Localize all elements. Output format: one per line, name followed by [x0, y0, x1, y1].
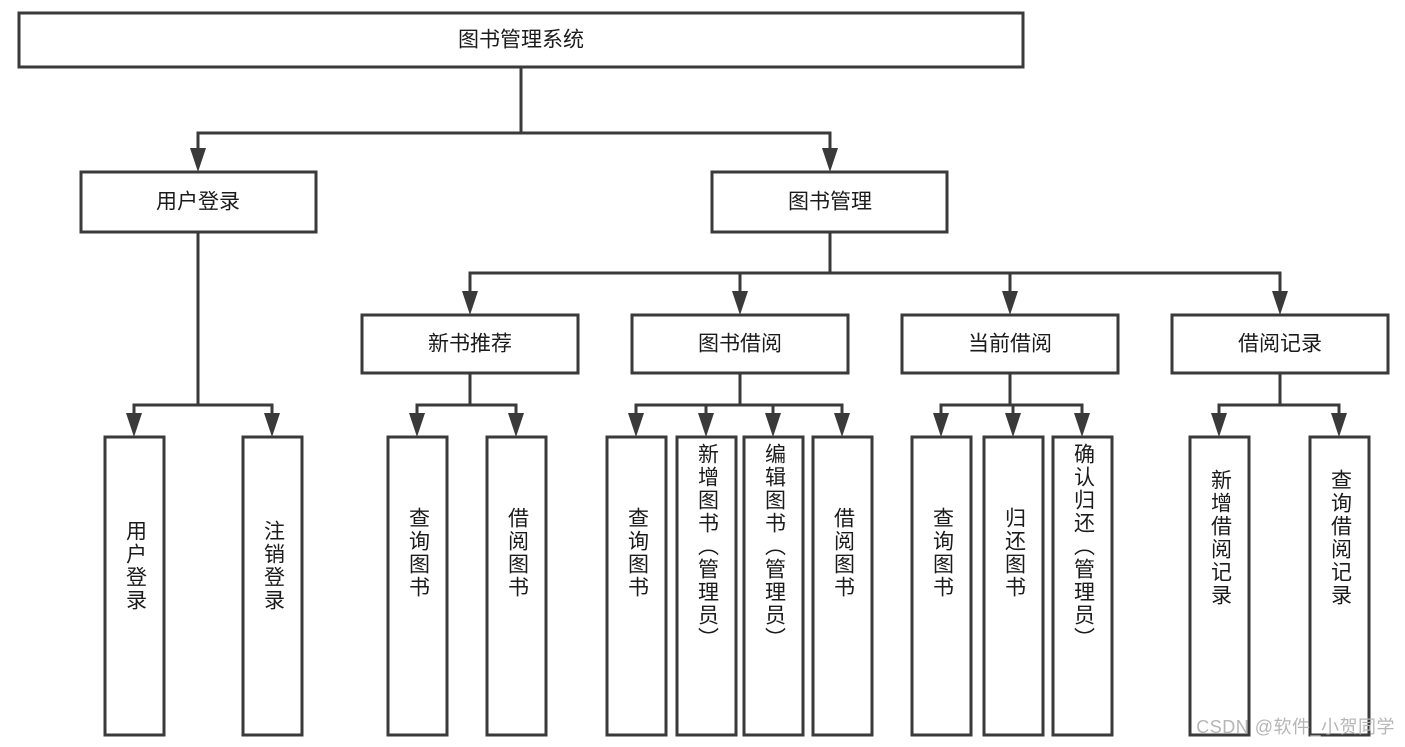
edge-root-to-level2: [190, 65, 838, 172]
arrowhead-user-login: [190, 148, 206, 172]
arrowhead-leaf-rec-borrow-book: [508, 413, 524, 437]
node-new-book-rec-label: 新书推荐: [428, 333, 512, 356]
node-leaf-br-query-record-rect[interactable]: [1308, 435, 1371, 737]
arrowhead-leaf-user-logout: [264, 413, 280, 437]
arrowhead-leaf-rec-query-book: [409, 413, 425, 437]
edge-book-manage-to-level3: [462, 230, 1288, 315]
node-root-rect: [17, 11, 1025, 69]
edge-user-login-to-leaves: [126, 230, 280, 437]
edge-borrow-record-to-leaves: [1211, 371, 1347, 437]
node-leaf-bb-query-book-rect[interactable]: [605, 435, 668, 737]
arrowhead-leaf-cb-confirm-return: [1074, 413, 1090, 437]
node-book-manage-rect: [710, 170, 949, 234]
node-leaf-cb-return-book-rect[interactable]: [982, 435, 1045, 737]
node-leaf-user-login-rect[interactable]: [103, 435, 166, 737]
node-user-login[interactable]: 用户登录: [79, 170, 318, 234]
arrowhead-leaf-bb-query-book: [628, 413, 644, 437]
arrowhead-borrow-record: [1272, 291, 1288, 315]
node-leaf-br-add-record-rect[interactable]: [1188, 435, 1251, 737]
edge-current-borrow-to-leaves: [933, 371, 1090, 437]
arrowhead-book-borrow: [732, 291, 748, 315]
arrowhead-leaf-user-login: [126, 413, 142, 437]
node-borrow-record-rect: [1170, 313, 1390, 375]
node-current-borrow-rect: [900, 313, 1120, 375]
node-borrow-record[interactable]: 借阅记录: [1170, 313, 1390, 375]
node-current-borrow-label: 当前借阅: [968, 333, 1052, 356]
node-book-borrow-rect: [630, 313, 850, 375]
csdn-watermark: CSDN @软件_小贺同学: [1196, 717, 1395, 737]
arrowhead-current-borrow: [1002, 291, 1018, 315]
node-leaf-rec-borrow-book-rect[interactable]: [485, 435, 548, 737]
node-leaf-rec-query-book-rect[interactable]: [386, 435, 449, 737]
arrowhead-leaf-br-query-record: [1331, 413, 1347, 437]
edge-book-borrow-to-leaves: [628, 371, 850, 437]
node-book-borrow-label: 图书借阅: [698, 333, 782, 356]
node-borrow-record-label: 借阅记录: [1238, 333, 1322, 356]
node-book-manage-label: 图书管理: [788, 191, 872, 214]
arrowhead-leaf-cb-return-book: [1005, 413, 1021, 437]
arrowhead-leaf-cb-query-book: [933, 413, 949, 437]
node-new-book-rec-rect: [360, 313, 580, 375]
arrowhead-book-manage: [822, 148, 838, 172]
node-root[interactable]: 图书管理系统: [17, 11, 1025, 69]
node-leaf-cb-confirm-return-rect[interactable]: [1051, 435, 1114, 737]
node-user-login-label: 用户登录: [156, 191, 240, 214]
arrowhead-leaf-br-add-record: [1211, 413, 1227, 437]
node-leaf-bb-add-book-rect[interactable]: [675, 435, 738, 737]
node-root-label: 图书管理系统: [458, 29, 584, 52]
arrowhead-leaf-bb-edit-book: [765, 413, 781, 437]
node-leaf-cb-query-book-rect[interactable]: [910, 435, 973, 737]
node-current-borrow[interactable]: 当前借阅: [900, 313, 1120, 375]
node-leaf-bb-borrow-book-rect[interactable]: [811, 435, 874, 737]
arrowhead-new-book-rec: [462, 291, 478, 315]
node-new-book-rec[interactable]: 新书推荐: [360, 313, 580, 375]
node-leaf-user-logout-rect[interactable]: [241, 435, 304, 737]
edge-new-book-rec-to-leaves: [409, 371, 524, 437]
node-book-manage[interactable]: 图书管理: [710, 170, 949, 234]
leaf-nodes-group: [103, 435, 1371, 737]
node-book-borrow[interactable]: 图书借阅: [630, 313, 850, 375]
node-leaf-bb-edit-book-rect[interactable]: [742, 435, 805, 737]
arrowhead-leaf-bb-borrow-book: [834, 413, 850, 437]
arrowhead-leaf-bb-add-book: [698, 413, 714, 437]
